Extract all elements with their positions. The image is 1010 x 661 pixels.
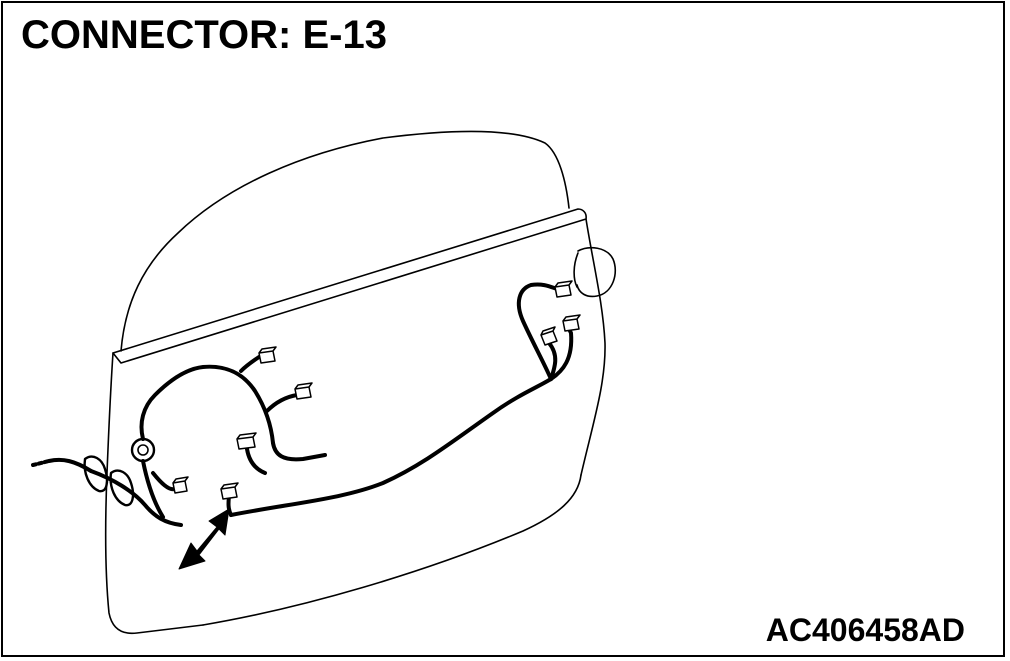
harness-branch-right xyxy=(265,393,299,413)
harness-branch-top xyxy=(239,355,261,373)
door-outline xyxy=(104,130,617,635)
cable-stub xyxy=(31,459,51,467)
grommet-ring-inner xyxy=(137,444,149,456)
connector-right xyxy=(294,382,313,400)
door-window-frame xyxy=(120,130,570,352)
grommet-ring xyxy=(130,437,156,463)
door-handle-cup-inner xyxy=(573,252,579,288)
harness-main-run xyxy=(89,469,183,527)
door-bottom-edge xyxy=(202,474,582,626)
connector-top xyxy=(258,346,277,364)
door-handle-cup xyxy=(576,246,617,298)
wiring-harness xyxy=(31,282,574,527)
figure-id: AC406458AD xyxy=(765,612,965,648)
harness-rear-branch-2 xyxy=(549,323,574,381)
connector-rear-right xyxy=(562,314,581,332)
grommet-clip-1 xyxy=(83,455,109,493)
connector-rear-top xyxy=(554,280,573,298)
door-belt-line xyxy=(112,208,587,364)
door-harness-illustration xyxy=(31,130,617,635)
connector-rear-mid xyxy=(540,326,558,346)
door-rear-edge xyxy=(580,218,606,476)
connector-e13 xyxy=(220,482,239,500)
harness-long-run xyxy=(229,377,553,517)
connector-center xyxy=(236,432,257,450)
harness-branch-rod xyxy=(271,441,327,462)
diagram-title: CONNECTOR: E-13 xyxy=(21,13,387,57)
harness-upper-loop xyxy=(139,364,275,519)
harness-rear-loop xyxy=(516,282,559,381)
connector-lower-left xyxy=(172,476,189,494)
harness-branch-center xyxy=(245,447,267,475)
grommet-clip-2 xyxy=(109,469,135,507)
harness-branch-lower-left xyxy=(151,471,177,492)
connectors xyxy=(172,280,581,500)
cable-incoming xyxy=(47,457,93,473)
indicator-arrow xyxy=(178,508,230,570)
door-lower-outline xyxy=(104,352,204,635)
